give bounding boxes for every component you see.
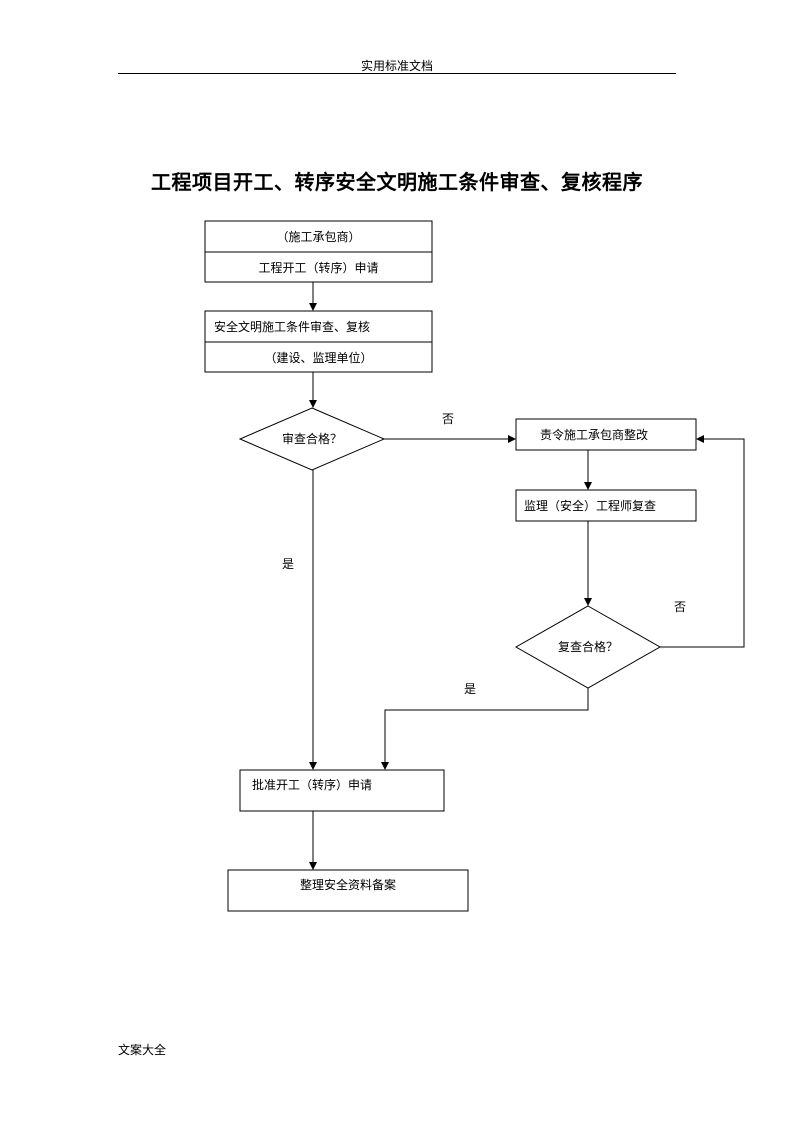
document-title: 工程项目开工、转序安全文明施工条件审查、复核程序 xyxy=(151,170,643,194)
decision1-diamond xyxy=(238,407,386,471)
page-footer: 文案大全 xyxy=(118,1043,167,1057)
page-header: 实用标准文档 xyxy=(360,59,433,73)
review-box-top-label: 安全文明施工条件审查、复核 xyxy=(214,320,371,334)
application-box-top-label: （施工承包商） xyxy=(276,230,361,244)
rectify-label: 责令施工承包商整改 xyxy=(540,428,649,442)
recheck-label: 监理（安全）工程师复查 xyxy=(524,499,657,513)
recheck-box xyxy=(515,489,697,522)
header-rule xyxy=(118,73,676,74)
arrow-decision2-yes xyxy=(381,688,589,770)
approve-box xyxy=(239,769,445,812)
decision2-label: 复查合格？ xyxy=(557,640,618,654)
archive-label: 整理安全资料备案 xyxy=(299,878,396,892)
decision1-label: 审查合格？ xyxy=(281,432,342,446)
decision2-yes-label: 是 xyxy=(464,682,477,696)
archive-box xyxy=(227,869,469,912)
rectify-box xyxy=(515,418,697,451)
approve-label: 批准开工（转序）申请 xyxy=(252,778,373,792)
decision2-no-label: 否 xyxy=(674,600,687,614)
decision1-yes-label: 是 xyxy=(282,557,295,571)
decision1-no-label: 否 xyxy=(442,412,455,426)
arrow-decision2-no-loop xyxy=(660,435,745,648)
review-box-bottom-label: （建设、监理单位） xyxy=(264,351,373,365)
application-box-bottom-label: 工程开工（转序）申请 xyxy=(258,261,379,275)
